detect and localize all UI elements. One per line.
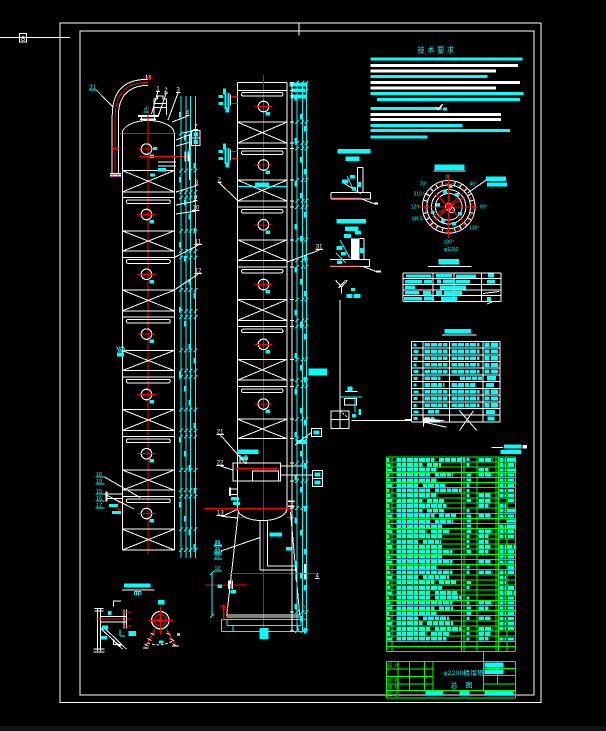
svg-text:25: 25 <box>215 540 221 546</box>
svg-text:φ2200精馏塔: φ2200精馏塔 <box>443 668 484 677</box>
svg-text:2: 2 <box>164 88 168 94</box>
svg-text:12Y: 12Y <box>411 205 421 211</box>
svg-text:12: 12 <box>195 268 202 274</box>
svg-text:3: 3 <box>177 88 181 94</box>
svg-text:审 定: 审 定 <box>388 690 400 698</box>
svg-text:31: 31 <box>316 245 323 251</box>
svg-text:4: 4 <box>316 574 320 580</box>
svg-text:17: 17 <box>96 503 102 509</box>
svg-text:设 计: 设 计 <box>388 661 400 669</box>
svg-text:70°: 70° <box>420 182 428 188</box>
svg-text:21: 21 <box>217 430 224 436</box>
svg-text:1: 1 <box>156 87 160 93</box>
svg-text:27: 27 <box>215 554 221 560</box>
svg-text:24: 24 <box>215 541 221 547</box>
svg-text:总 图: 总 图 <box>451 681 476 690</box>
svg-text:φ1200: φ1200 <box>444 247 459 253</box>
svg-text:90°: 90° <box>480 205 488 211</box>
svg-text:SR.5: SR.5 <box>412 217 423 223</box>
svg-text:12: 12 <box>215 566 221 572</box>
svg-text:0°: 0° <box>446 175 451 181</box>
svg-text:180°: 180° <box>444 240 454 246</box>
svg-text:15: 15 <box>96 489 102 495</box>
svg-text:16: 16 <box>96 496 102 502</box>
svg-text:8: 8 <box>21 34 25 43</box>
svg-text:技术要求: 技术要求 <box>418 45 457 54</box>
svg-text:d: d <box>144 107 147 113</box>
svg-text:135°: 135° <box>469 226 479 232</box>
svg-text:22: 22 <box>217 461 224 467</box>
svg-text:18: 18 <box>96 472 102 478</box>
svg-text:校 核: 校 核 <box>388 677 400 685</box>
svg-text:8: 8 <box>195 180 199 186</box>
svg-text:审 核: 审 核 <box>388 683 400 691</box>
svg-text:4: 4 <box>186 111 190 117</box>
svg-text:9: 9 <box>194 196 198 202</box>
svg-text:10: 10 <box>193 206 200 212</box>
svg-text:31: 31 <box>89 85 96 91</box>
svg-text:26: 26 <box>215 547 221 553</box>
svg-text:11: 11 <box>195 240 202 246</box>
svg-text:310.5°: 310.5° <box>414 192 429 198</box>
svg-text:13: 13 <box>217 511 224 517</box>
svg-text:45°: 45° <box>470 182 478 188</box>
svg-text:2: 2 <box>218 178 222 184</box>
svg-text:19: 19 <box>96 479 102 485</box>
svg-text:23: 23 <box>215 549 221 555</box>
svg-text:7: 7 <box>194 125 198 131</box>
